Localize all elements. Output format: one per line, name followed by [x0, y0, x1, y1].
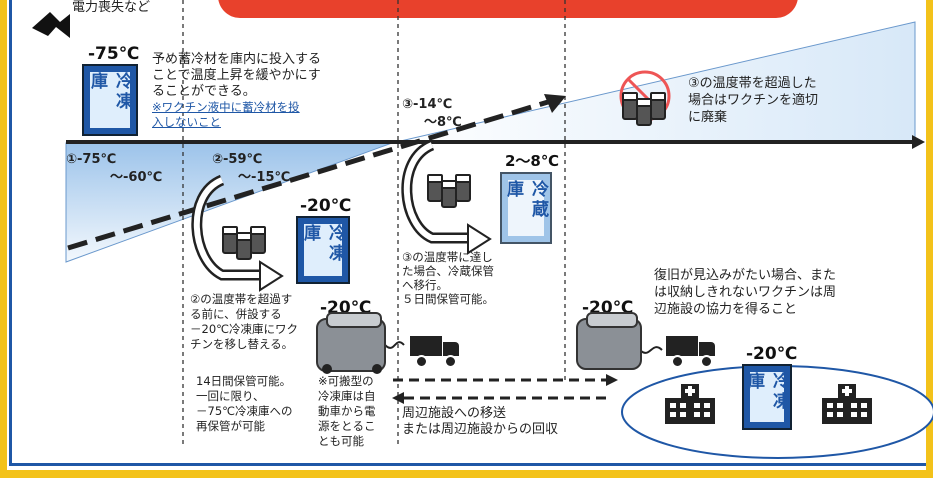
power-outage-label: 電力喪失など — [72, 0, 151, 15]
note-zone2-2: る前に、併設する — [190, 307, 282, 321]
temp-rise-arrow — [67, 99, 549, 251]
note-zone3-4: ５日間保管可能。 — [402, 292, 494, 306]
facility-freezer-label: 冷凍庫 — [744, 372, 789, 412]
portable-note-3: 動車から電 — [318, 404, 376, 418]
recovery-note-2: は収納しきれないワクチンは周 — [654, 285, 837, 300]
zone2-bottom: ～-15℃ — [238, 170, 291, 185]
note-zone3-2: た場合、冷蔵保管 — [402, 264, 494, 278]
left-blue-frame — [9, 0, 12, 466]
transport-label-2: または周辺施設からの回収 — [402, 422, 559, 437]
recovery-note-3: 辺施設の協力を得ること — [654, 302, 798, 317]
note-zone2-3: －20℃冷凍庫にワク — [190, 322, 299, 336]
note-zone2-4: チンを移し替える。 — [190, 337, 294, 351]
portable-note-5: とも可能 — [318, 434, 364, 448]
discard-note-3: に廃棄 — [688, 110, 728, 125]
truck-icon — [666, 336, 716, 368]
freezer-20-label: 冷凍庫 — [300, 224, 345, 264]
facility-freezer-box: 冷凍庫 — [742, 364, 792, 430]
note-top-warn-1: ※ワクチン液中に蓄冷材を投 — [152, 100, 300, 114]
fridge-box: 冷蔵庫 — [500, 172, 552, 244]
portable-note-1: ※可搬型の — [318, 374, 374, 388]
note-storage14-3: －75℃冷凍庫への — [196, 404, 293, 418]
right-yellow-frame — [926, 0, 933, 478]
freezer-main-temp: -75℃ — [88, 44, 140, 64]
title-banner — [218, 0, 798, 18]
portable-freezer-icon — [316, 312, 386, 374]
freezer-20-box: 冷凍庫 — [296, 216, 350, 284]
zone3-top: ③-14℃ — [402, 97, 453, 112]
portable-note-4: 源をとるこ — [318, 419, 376, 433]
fridge-label: 冷蔵庫 — [503, 180, 548, 220]
bottom-blue-frame — [9, 463, 933, 466]
freezer-main-label: 冷凍庫 — [87, 72, 132, 112]
recovery-note-1: 復旧が見込みがたい場合、また — [654, 268, 837, 283]
zone2-top: ②-59℃ — [212, 152, 263, 167]
note-storage14-4: 再保管が可能 — [196, 419, 265, 433]
zone1-top: ①-75℃ — [66, 152, 117, 167]
note-zone3-3: へ移行。 — [402, 278, 448, 292]
fridge-temp: 2～8℃ — [505, 152, 560, 170]
discard-note-1: ③の温度帯を超過した — [688, 76, 817, 91]
transport-label-1: 周辺施設への移送 — [402, 406, 507, 421]
freezer-main-box: 冷凍庫 — [82, 64, 138, 136]
note-zone3-1: ③の温度帯に達し — [402, 250, 493, 264]
lightning-icon — [32, 12, 70, 38]
zone3-bottom: ～8℃ — [424, 115, 462, 130]
zone1-bottom: ～-60℃ — [110, 170, 163, 185]
bottom-yellow-frame — [0, 470, 933, 478]
note-top-3: ることができる。 — [152, 84, 256, 99]
note-top-warn-2: 入しないこと — [152, 115, 221, 129]
portable-note-2: 冷凍庫は自 — [318, 389, 376, 403]
hospital-icon — [822, 384, 872, 424]
hospital-icon — [665, 384, 715, 424]
note-storage14-2: 一回に限り、 — [196, 389, 265, 403]
note-storage14-1: 14日間保管可能。 — [196, 374, 292, 388]
discard-note-2: 場合はワクチンを適切 — [688, 93, 819, 108]
truck-icon — [410, 336, 460, 368]
freezer-20-temp: -20℃ — [300, 196, 352, 216]
note-top-2: ことで温度上昇を緩やかにす — [152, 68, 321, 83]
left-yellow-frame — [0, 0, 7, 478]
note-top-1: 予め蓄冷材を庫内に投入する — [152, 52, 322, 67]
note-zone2-1: ②の温度帯を超過す — [190, 292, 293, 306]
facility-freezer-temp: -20℃ — [746, 344, 798, 364]
portable-freezer-icon — [576, 312, 642, 370]
